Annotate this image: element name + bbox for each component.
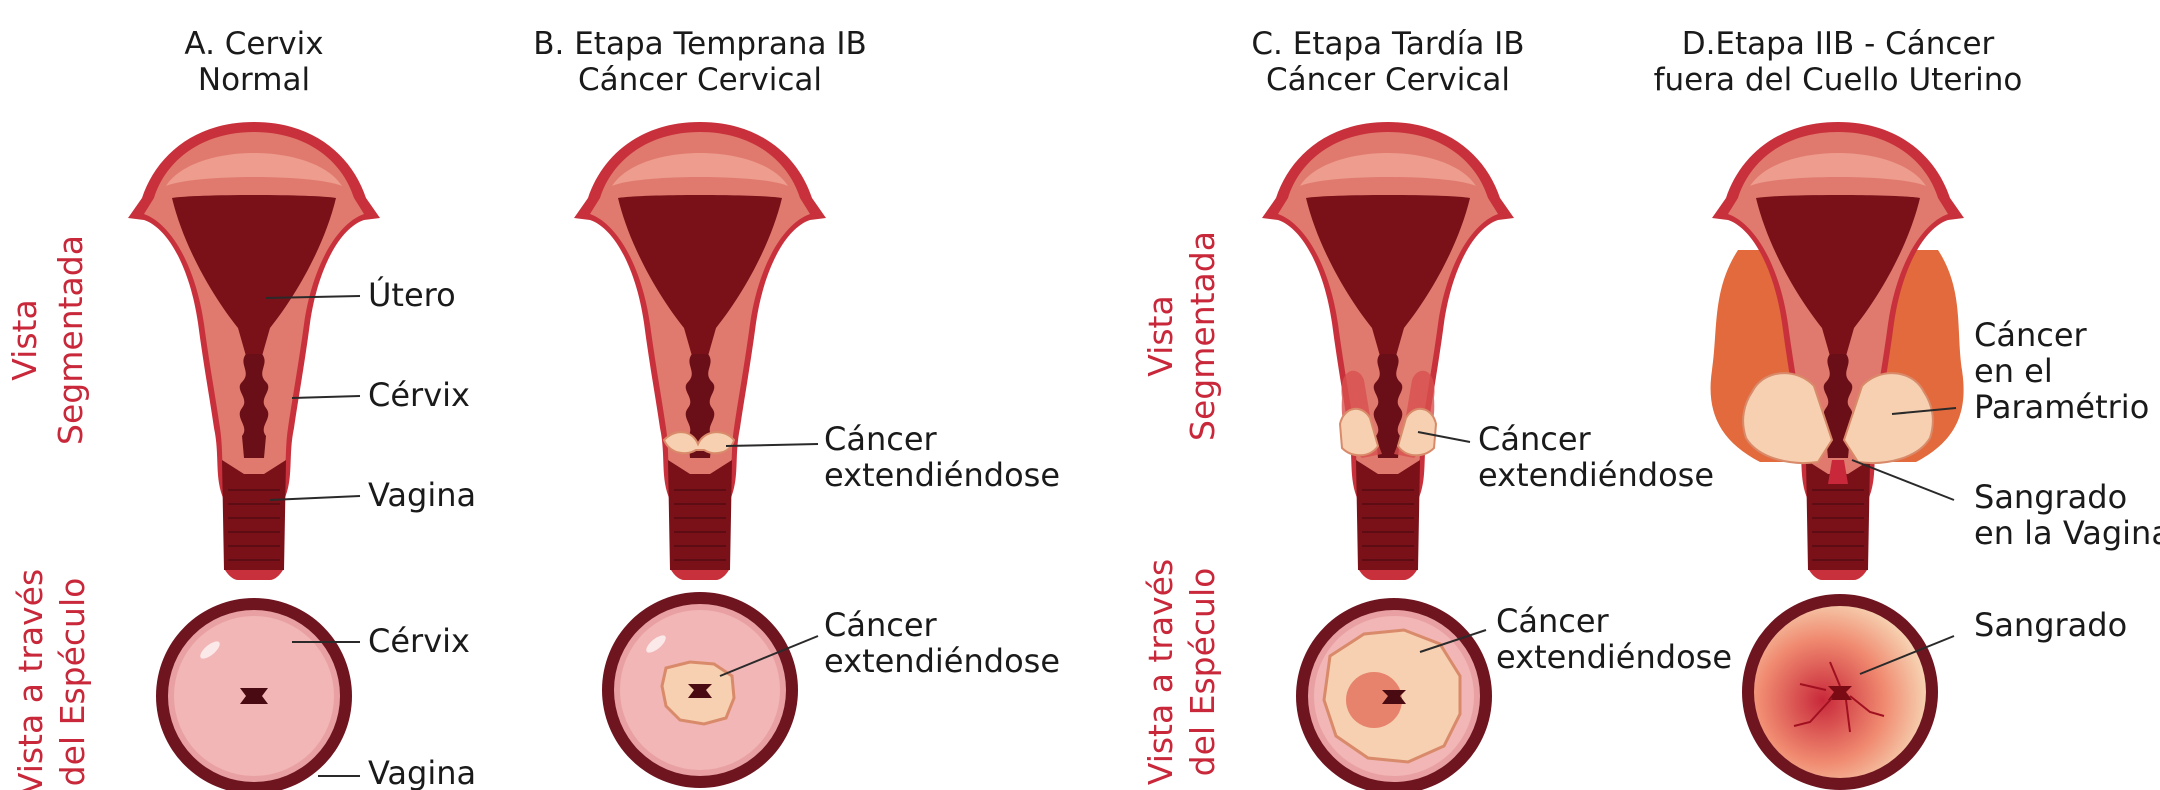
side-label-right-bottom-line2: del Espéculo bbox=[1183, 568, 1222, 777]
panel-b-label-cancer-1: Cáncer bbox=[824, 420, 938, 458]
panel-a-cervix-leader bbox=[292, 396, 360, 398]
panel-a-title-line2: Normal bbox=[198, 62, 310, 98]
panel-b-title-line2: Cáncer Cervical bbox=[578, 62, 822, 98]
panel-b: B. Etapa Temprana IB Cáncer Cervical Cán… bbox=[533, 26, 1060, 788]
panel-a-label-cervix: Cérvix bbox=[368, 376, 470, 414]
panel-c-uterus-section bbox=[1262, 122, 1514, 580]
panel-d-title-line2: fuera del Cuello Uterino bbox=[1654, 62, 2023, 98]
panel-c-speculum-view bbox=[1296, 598, 1492, 790]
panel-c-title-line1: C. Etapa Tardía IB bbox=[1251, 26, 1524, 62]
panel-d-label-bleeding-1: Sangrado bbox=[1974, 478, 2127, 516]
side-label-right-bottom-line1: Vista a través bbox=[1141, 559, 1180, 785]
side-label-right-bottom: Vista a través del Espéculo bbox=[1141, 559, 1222, 785]
panel-a-label-vagina: Vagina bbox=[368, 476, 476, 514]
panel-b-speculum-label-cancer-1: Cáncer bbox=[824, 606, 938, 644]
panel-d-label-parametrium-1: Cáncer bbox=[1974, 316, 2088, 354]
panel-c-speculum-label-cancer-2: extendiéndose bbox=[1496, 638, 1732, 676]
side-label-left-bottom: Vista a través del Espéculo bbox=[11, 569, 92, 790]
side-label-left-top: Vista Segmentada bbox=[5, 235, 90, 445]
side-label-right-top-line1: Vista bbox=[1141, 295, 1180, 376]
panel-b-label-cancer-2: extendiéndose bbox=[824, 456, 1060, 494]
panel-d-speculum-view bbox=[1742, 594, 1938, 790]
panel-c: C. Etapa Tardía IB Cáncer Cervical Cánce… bbox=[1251, 26, 1732, 790]
panel-a-speculum-label-cervix: Cérvix bbox=[368, 622, 470, 660]
panel-c-title-line2: Cáncer Cervical bbox=[1266, 62, 1510, 98]
side-label-left-top-line1: Vista bbox=[5, 299, 44, 380]
side-label-right-top-line2: Segmentada bbox=[1183, 231, 1222, 441]
panel-c-label-cancer-2: extendiéndose bbox=[1478, 456, 1714, 494]
panel-b-title-line1: B. Etapa Temprana IB bbox=[533, 26, 867, 62]
panel-a-label-utero: Útero bbox=[368, 275, 456, 314]
panel-a: A. Cervix Normal Útero Cérvix Vagina Cér… bbox=[128, 26, 476, 790]
panel-b-cancer-leader bbox=[726, 444, 818, 446]
panel-a-speculum-label-vagina: Vagina bbox=[368, 754, 476, 790]
panel-c-speculum-label-cancer-1: Cáncer bbox=[1496, 602, 1610, 640]
side-label-left-bottom-line2: del Espéculo bbox=[53, 578, 92, 787]
panel-d-label-parametrium-3: Paramétrio bbox=[1974, 388, 2149, 426]
panel-a-speculum-view bbox=[156, 598, 352, 790]
panel-d-label-bleeding-2: en la Vagina bbox=[1974, 514, 2160, 552]
panel-b-speculum-label-cancer-2: extendiéndose bbox=[824, 642, 1060, 680]
panel-c-label-cancer-1: Cáncer bbox=[1478, 420, 1592, 458]
panel-d-speculum-label-bleeding: Sangrado bbox=[1974, 606, 2127, 644]
side-label-right-top: Vista Segmentada bbox=[1141, 231, 1222, 441]
panel-d-label-parametrium-2: en el bbox=[1974, 352, 2053, 390]
panel-a-uterus-section bbox=[128, 122, 380, 580]
side-label-left-top-line2: Segmentada bbox=[51, 235, 90, 445]
panel-b-speculum-view bbox=[602, 592, 798, 788]
panel-b-uterus-section bbox=[574, 122, 826, 580]
panel-d-title-line1: D.Etapa IIB - Cáncer bbox=[1682, 26, 1995, 62]
panel-a-title-line1: A. Cervix bbox=[184, 26, 323, 62]
side-label-left-bottom-line1: Vista a través bbox=[11, 569, 50, 790]
